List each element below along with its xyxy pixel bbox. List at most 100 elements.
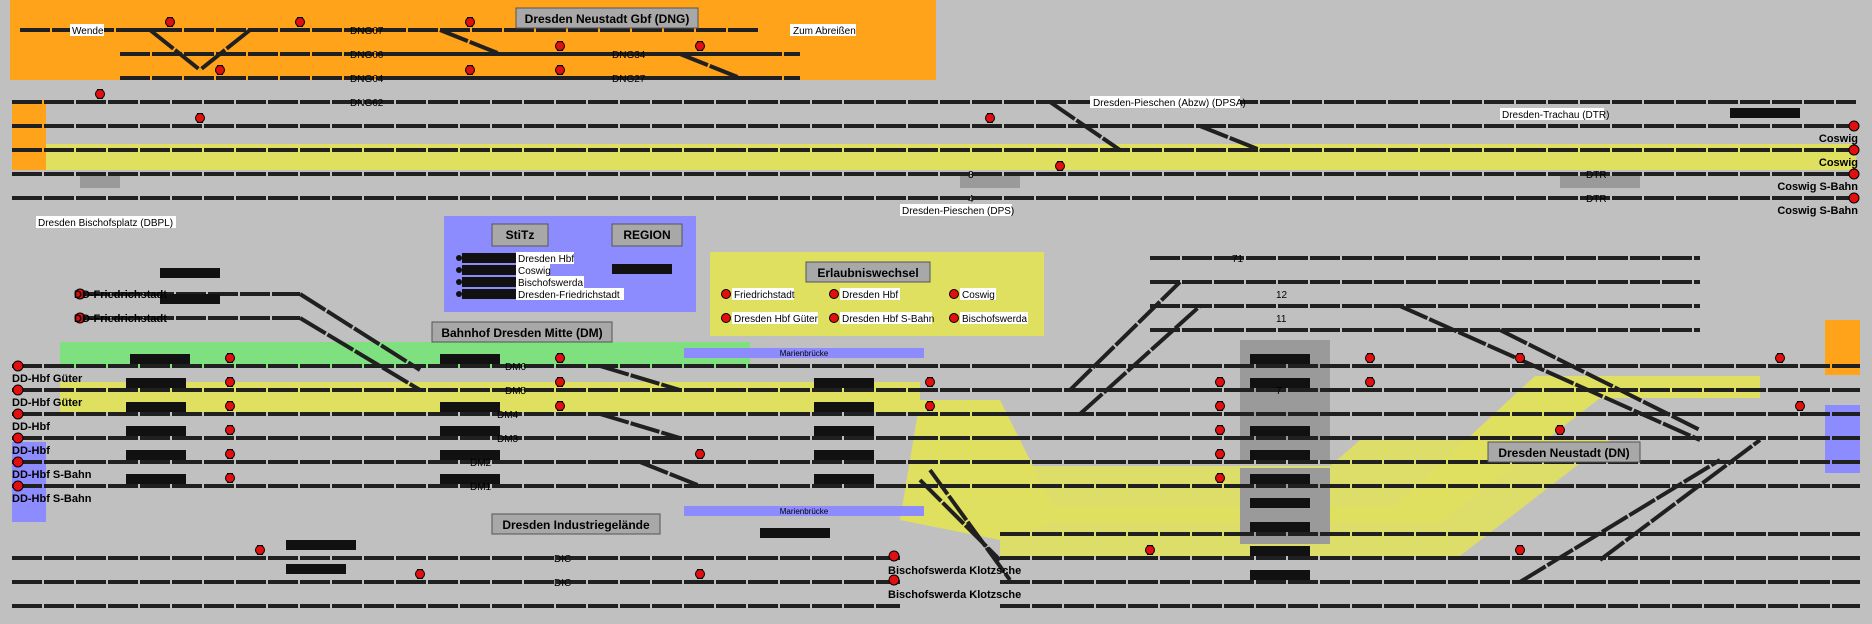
endpoint-dd-hbf-gueter-2[interactable]: DD-Hbf Güter — [12, 384, 83, 409]
signal[interactable] — [555, 353, 565, 363]
train-number-field[interactable] — [126, 474, 186, 484]
signal[interactable] — [465, 65, 475, 75]
signal[interactable] — [1215, 401, 1225, 411]
track-segment[interactable] — [1598, 438, 1762, 562]
train-number-field[interactable] — [1730, 108, 1800, 118]
signal[interactable] — [225, 473, 235, 483]
train-number-field[interactable] — [130, 354, 190, 364]
train-number-field[interactable] — [440, 450, 500, 460]
endpoint-klotzsche-1[interactable]: Bischofswerda Klotzsche — [888, 550, 1021, 577]
stitz-row-3[interactable]: Dresden-Friedrichstadt — [456, 288, 624, 301]
signal[interactable] — [225, 425, 235, 435]
signal[interactable] — [225, 401, 235, 411]
signal[interactable] — [225, 353, 235, 363]
train-number-field[interactable] — [160, 268, 220, 278]
endpoint-dd-friedrichstadt-2[interactable]: DD-Friedrichstadt — [74, 312, 167, 325]
track-segment[interactable] — [928, 468, 1012, 582]
train-number-field[interactable] — [1250, 498, 1310, 508]
signal[interactable] — [215, 65, 225, 75]
track-segment[interactable] — [298, 292, 422, 372]
train-number-field[interactable] — [440, 354, 500, 364]
track-segment[interactable] — [639, 460, 701, 488]
train-number-field[interactable] — [440, 402, 500, 412]
signal[interactable] — [1795, 401, 1805, 411]
track-segment[interactable] — [1518, 458, 1722, 584]
endpoint-dd-friedrichstadt-1[interactable]: DD-Friedrichstadt — [74, 288, 167, 301]
train-number-field[interactable] — [1250, 474, 1310, 484]
endpoint-klotzsche-2[interactable]: Bischofswerda Klotzsche — [888, 574, 1021, 601]
signal[interactable] — [555, 377, 565, 387]
erlaubnis-item-5[interactable]: Bischofswerda — [949, 312, 1029, 325]
train-number-field[interactable] — [1250, 522, 1310, 532]
erlaubnis-item-3[interactable]: Dresden Hbf Güter — [721, 312, 819, 325]
track-segment[interactable] — [198, 28, 252, 72]
train-number-field[interactable] — [1250, 426, 1310, 436]
signal[interactable] — [1145, 545, 1155, 555]
erlaubnis-item-0[interactable]: Friedrichstadt — [721, 288, 795, 301]
erlaubnis-item-1[interactable]: Dresden Hbf — [829, 288, 901, 301]
train-number-field[interactable] — [1250, 354, 1310, 364]
signal[interactable] — [555, 401, 565, 411]
track-segment[interactable] — [918, 478, 1002, 562]
track-segment[interactable] — [439, 28, 501, 56]
signal[interactable] — [465, 17, 475, 27]
signal[interactable] — [195, 113, 205, 123]
signal[interactable] — [1515, 353, 1525, 363]
signal[interactable] — [165, 17, 175, 27]
train-number-field[interactable] — [286, 540, 356, 550]
signal[interactable] — [1515, 545, 1525, 555]
stitz-row-1[interactable]: Coswig — [456, 264, 551, 277]
endpoint-dd-hbf-gueter-1[interactable]: DD-Hbf Güter — [12, 360, 83, 385]
train-number-field[interactable] — [1250, 378, 1310, 388]
train-number-field[interactable] — [126, 450, 186, 460]
track-segment[interactable] — [679, 52, 741, 80]
endpoint-dd-hbf-s-bahn-1[interactable]: DD-Hbf S-Bahn — [12, 456, 92, 481]
endpoint-coswig-2[interactable]: Coswig — [1819, 144, 1860, 169]
train-number-field[interactable] — [814, 402, 874, 412]
endpoint-coswig-1[interactable]: Coswig — [1819, 120, 1860, 145]
train-number-field[interactable] — [1250, 570, 1310, 580]
endpoint-coswig-s-bahn-1[interactable]: Coswig S-Bahn — [1777, 168, 1860, 193]
signal[interactable] — [415, 569, 425, 579]
signal[interactable] — [1215, 377, 1225, 387]
stitz-row-2[interactable]: Bischofswerda — [456, 276, 584, 289]
train-number-field[interactable] — [126, 402, 186, 412]
signal[interactable] — [255, 545, 265, 555]
signal[interactable] — [95, 89, 105, 99]
train-number-field[interactable] — [440, 474, 500, 484]
signal[interactable] — [695, 449, 705, 459]
track-segment[interactable] — [599, 364, 681, 392]
train-number-field[interactable] — [126, 426, 186, 436]
signal[interactable] — [555, 41, 565, 51]
signal[interactable] — [1215, 425, 1225, 435]
signal[interactable] — [225, 449, 235, 459]
track-segment[interactable] — [148, 28, 202, 72]
train-number-field[interactable] — [126, 378, 186, 388]
signal[interactable] — [695, 569, 705, 579]
track-segment[interactable] — [1048, 100, 1122, 152]
track-segment[interactable] — [1499, 328, 1701, 432]
train-number-field[interactable] — [1250, 450, 1310, 460]
signal[interactable] — [925, 377, 935, 387]
erlaubnis-item-2[interactable]: Coswig — [949, 288, 997, 301]
train-number-field[interactable] — [814, 474, 874, 484]
endpoint-dd-hbf-2[interactable]: DD-Hbf — [12, 432, 50, 457]
erlaubnis-item-4[interactable]: Dresden Hbf S-Bahn — [829, 312, 935, 325]
track-segment[interactable] — [298, 316, 422, 392]
region-counter[interactable] — [612, 264, 672, 274]
train-number-field[interactable] — [814, 450, 874, 460]
train-number-field[interactable] — [814, 378, 874, 388]
endpoint-dd-hbf-1[interactable]: DD-Hbf — [12, 408, 50, 433]
track-segment[interactable] — [1399, 304, 1701, 442]
signal[interactable] — [1215, 449, 1225, 459]
train-number-field[interactable] — [814, 426, 874, 436]
signal[interactable] — [1555, 425, 1565, 435]
train-number-field[interactable] — [160, 294, 220, 304]
signal[interactable] — [225, 377, 235, 387]
signal[interactable] — [1365, 353, 1375, 363]
endpoint-coswig-s-bahn-2[interactable]: Coswig S-Bahn — [1777, 192, 1860, 217]
train-number-field[interactable] — [1250, 546, 1310, 556]
stitz-row-0[interactable]: Dresden Hbf — [456, 252, 574, 265]
track-segment[interactable] — [1078, 304, 1202, 416]
signal[interactable] — [1055, 161, 1065, 171]
